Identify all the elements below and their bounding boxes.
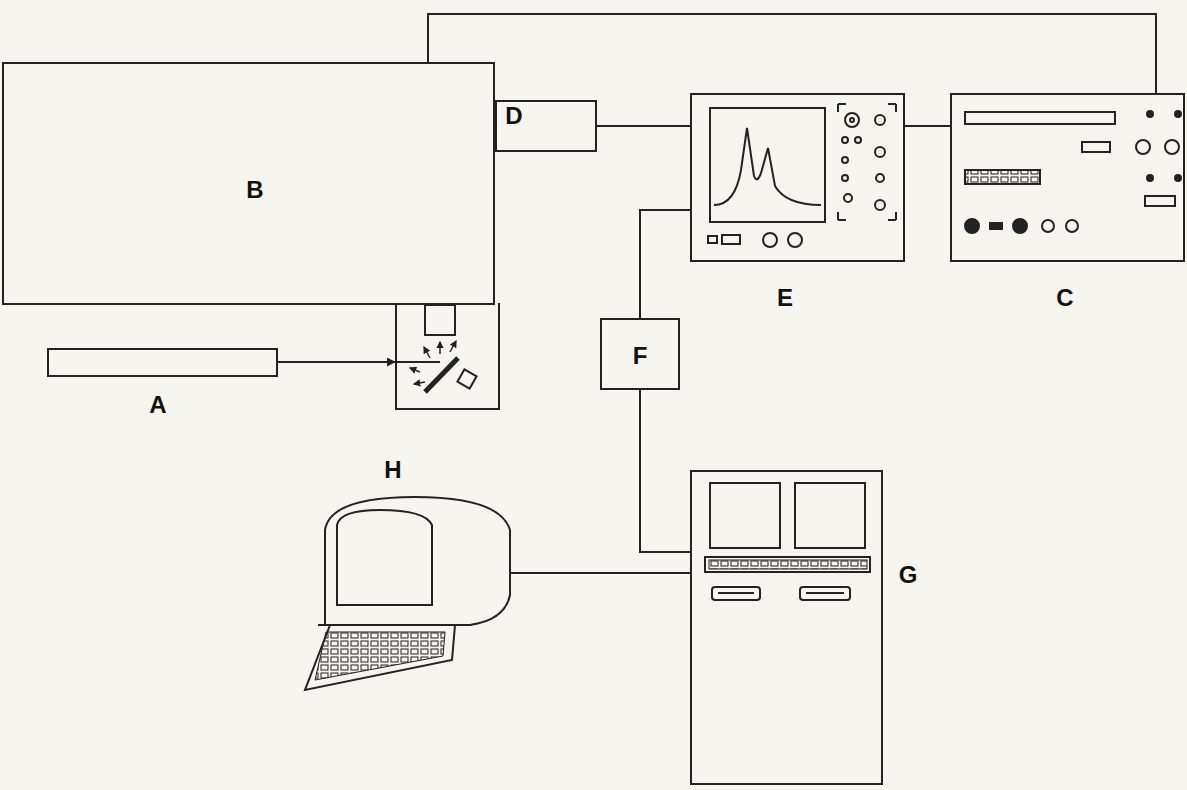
part-letter: G — [899, 563, 918, 587]
terminal: H — [305, 497, 510, 690]
cable — [428, 14, 1156, 93]
cable — [640, 210, 690, 318]
oscilloscope-box: E — [690, 93, 905, 262]
controller-parts — [965, 111, 1181, 233]
part-letter: F — [633, 344, 648, 368]
oscilloscope-parts — [708, 104, 896, 247]
sample-chamber — [395, 303, 500, 410]
computer-box: G — [690, 470, 883, 785]
cable — [905, 125, 950, 127]
computer-parts — [705, 483, 870, 600]
laser-beam-arrow — [278, 361, 395, 363]
part-letter: E — [777, 286, 793, 310]
part-letter: C — [1056, 286, 1073, 310]
cable — [597, 125, 690, 127]
part-letter: H — [384, 458, 401, 482]
cable — [640, 390, 690, 552]
part-letter: B — [246, 178, 263, 202]
laser-box: A — [47, 348, 278, 377]
cable — [510, 572, 690, 574]
interface-box: F — [600, 318, 680, 390]
detector-box: D — [495, 100, 597, 152]
part-letter: A — [149, 393, 166, 417]
part-letter: D — [505, 104, 522, 128]
controller-box: C — [950, 93, 1185, 262]
sample-chamber-parts — [395, 305, 477, 392]
terminal-drawing — [305, 497, 510, 690]
vacuum-chamber-box: B — [2, 62, 495, 305]
